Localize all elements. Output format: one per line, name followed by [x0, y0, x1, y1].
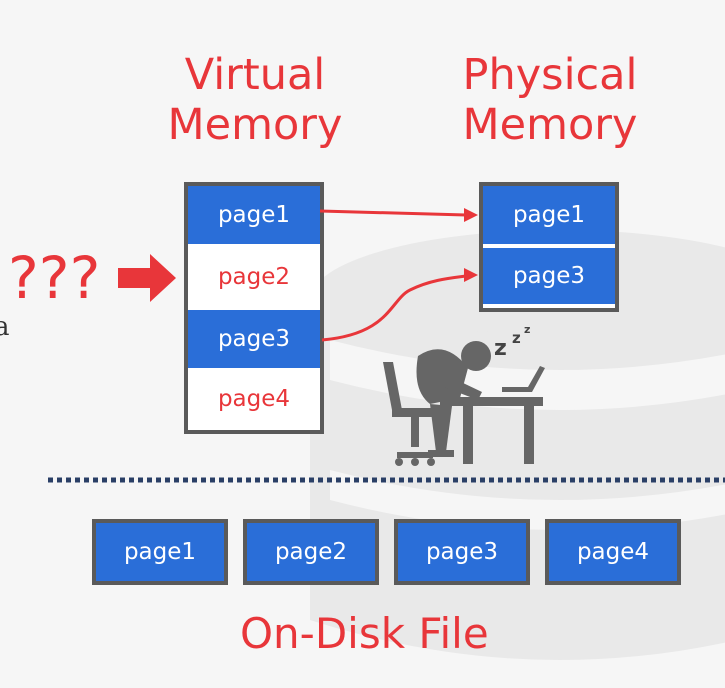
physical-page-2: page3	[483, 248, 615, 304]
virtual-page-1-label: page1	[217, 202, 291, 228]
left-edge-fragment: a	[0, 312, 10, 342]
right-arrow-icon	[118, 254, 176, 302]
disk-page-1: page1	[92, 519, 228, 585]
disk-page-2-label: page2	[274, 539, 348, 565]
physical-page-1-label: page1	[512, 202, 586, 228]
page-fault-marker: ???	[8, 244, 101, 312]
disk-page-3-label: page3	[425, 539, 499, 565]
disk-page-4: page4	[545, 519, 681, 585]
mapping-arrowhead-page3	[464, 268, 478, 282]
mapping-arrow-page3	[321, 274, 467, 342]
disk-caption: On-Disk File	[240, 609, 489, 658]
virtual-page-2-label: page2	[217, 264, 291, 290]
virtual-memory-title-line1: Virtual	[184, 50, 326, 100]
physical-memory-title-line1: Physical	[462, 50, 638, 100]
disk-page-2: page2	[243, 519, 379, 585]
sleeping-worker-icon	[383, 341, 545, 466]
mapping-arrowhead-page1	[464, 208, 478, 222]
virtual-page-3: page3	[188, 310, 320, 368]
virtual-page-4-label: page4	[217, 386, 291, 412]
sleep-z-medium: z	[512, 329, 521, 347]
virtual-page-4: page4	[188, 372, 320, 426]
disk-page-4-label: page4	[576, 539, 650, 565]
virtual-memory-title-line2: Memory	[167, 100, 343, 150]
physical-memory-title-line2: Memory	[462, 100, 638, 150]
mapping-arrow-page1	[319, 209, 467, 217]
virtual-page-2: page2	[188, 248, 320, 306]
physical-page-1: page1	[483, 186, 615, 244]
sleep-z-large: z	[494, 336, 507, 361]
virtual-page-1: page1	[188, 186, 320, 244]
physical-memory-title: Physical Memory	[430, 50, 670, 150]
sleep-z-small: z	[524, 323, 530, 336]
disk-page-1-label: page1	[123, 539, 197, 565]
virtual-memory-title: Virtual Memory	[140, 50, 370, 150]
virtual-page-3-label: page3	[217, 326, 291, 352]
physical-page-2-label: page3	[512, 263, 586, 289]
disk-page-3: page3	[394, 519, 530, 585]
